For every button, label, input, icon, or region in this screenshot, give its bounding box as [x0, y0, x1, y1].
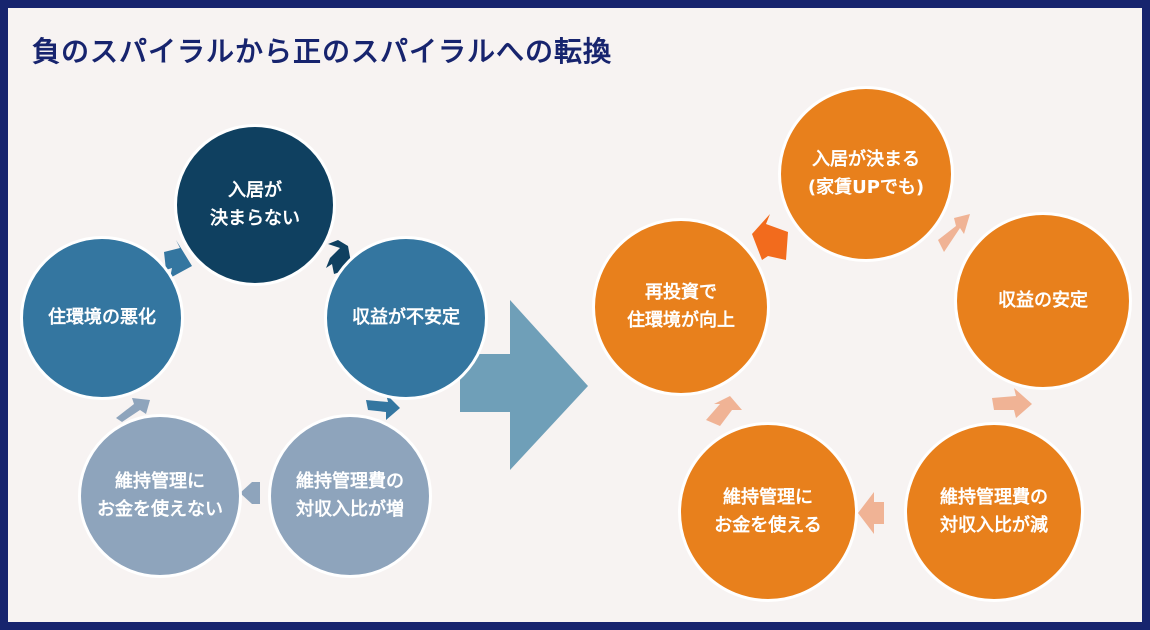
pos-arrow-3	[992, 388, 1032, 418]
pos-node-reinvest: 再投資で 住環境が向上	[592, 218, 770, 396]
pos-arrow-1	[752, 214, 788, 260]
neg-node-label: 維持管理に お金を使えない	[97, 471, 223, 520]
neg-arrow-3	[252, 482, 260, 504]
neg-node-no-maintenance-money: 維持管理に お金を使えない	[78, 414, 242, 578]
neg-arrow-3-head	[240, 482, 252, 504]
neg-arrow-4	[116, 398, 150, 422]
neg-arrow-5	[164, 240, 192, 278]
pos-node-label: 入居が決まる (家賃UPでも)	[807, 149, 925, 198]
transition-arrow	[460, 300, 588, 470]
neg-node-unstable-income: 収益が不安定	[324, 236, 488, 400]
pos-node-rented: 入居が決まる (家賃UPでも)	[778, 86, 954, 262]
pos-node-cost-ratio-down: 維持管理費の 対収入比が減	[904, 422, 1084, 602]
slide: 負のスパイラルから正のスパイラルへの転換 入居が 決まらない 収益が不安定 維持…	[8, 8, 1142, 622]
neg-node-living-worse: 住環境の悪化	[20, 236, 184, 400]
neg-node-not-rented: 入居が 決まらない	[174, 124, 336, 286]
pos-node-label: 再投資で 住環境が向上	[627, 282, 735, 331]
cycle-arrows	[116, 214, 1032, 534]
neg-node-cost-ratio-up: 維持管理費の 対収入比が増	[268, 414, 432, 578]
pos-node-label: 維持管理費の 対収入比が減	[940, 487, 1048, 536]
pos-arrow-5	[706, 396, 742, 426]
neg-node-label: 維持管理費の 対収入比が増	[296, 471, 404, 520]
pos-node-maintenance-money: 維持管理に お金を使える	[678, 422, 858, 602]
pos-node-label: 収益の安定	[998, 290, 1088, 312]
neg-node-label: 入居が 決まらない	[210, 180, 300, 229]
pos-node-label: 維持管理に お金を使える	[714, 487, 822, 536]
pos-arrow-4	[858, 492, 884, 534]
neg-node-label: 収益が不安定	[352, 307, 460, 329]
pos-node-stable-income: 収益の安定	[954, 212, 1132, 390]
pos-arrow-2	[938, 214, 970, 252]
slide-title: 負のスパイラルから正のスパイラルへの転換	[32, 35, 613, 68]
neg-node-label: 住環境の悪化	[48, 307, 156, 329]
neg-arrow-2	[366, 394, 400, 420]
